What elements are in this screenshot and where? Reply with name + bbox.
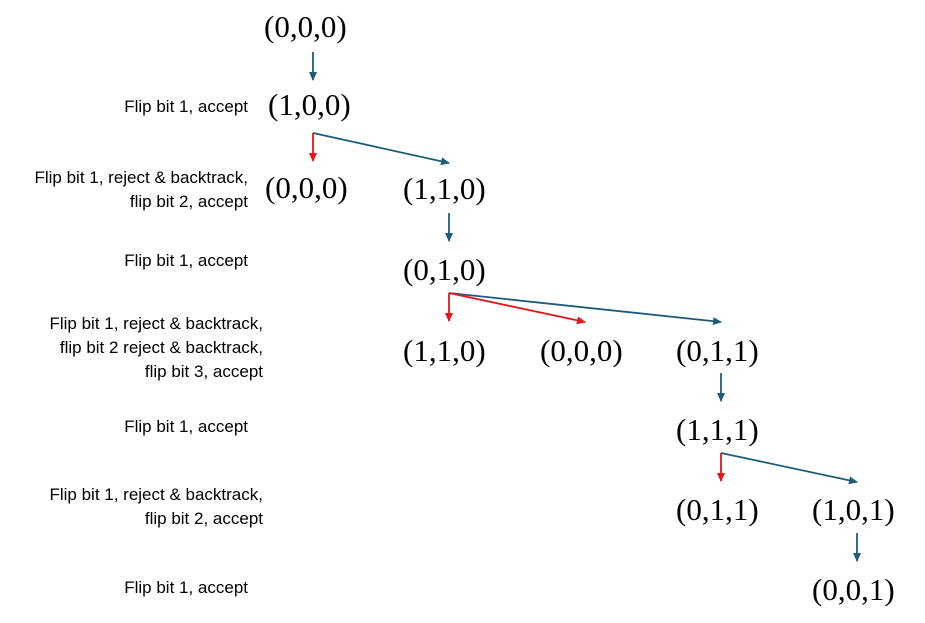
step-label-4-line-3: flip bit 3, accept xyxy=(144,362,263,381)
state-node-level2-accepted: (1,1,0) xyxy=(403,171,486,206)
step-label-7-line-1: Flip bit 1, accept xyxy=(124,578,248,597)
accept-arrow-010-to-011 xyxy=(448,292,722,326)
step-label-1: Flip bit 1, accept xyxy=(124,95,248,119)
step-label-5: Flip bit 1, accept xyxy=(124,415,248,439)
step-label-3-line-1: Flip bit 1, accept xyxy=(124,251,248,270)
step-label-6: Flip bit 1, reject & backtrack, flip bit… xyxy=(49,483,263,531)
step-label-2-line-2: flip bit 2, accept xyxy=(129,192,248,211)
step-label-7: Flip bit 1, accept xyxy=(124,576,248,600)
state-node-level7: (0,0,1) xyxy=(812,572,895,607)
state-node-level2-rejected: (0,0,0) xyxy=(265,170,348,205)
state-node-level4-rejected-2: (0,0,0) xyxy=(540,333,623,368)
accept-arrow-level1-to-110 xyxy=(312,132,450,166)
reject-arrow-010-to-000 xyxy=(448,292,586,325)
step-label-4: Flip bit 1, reject & backtrack, flip bit… xyxy=(49,312,263,384)
step-label-3: Flip bit 1, accept xyxy=(124,249,248,273)
state-node-level6-accepted: (1,0,1) xyxy=(812,492,895,527)
step-label-6-line-2: flip bit 2, accept xyxy=(144,509,263,528)
accept-arrow-111-to-101 xyxy=(720,452,858,485)
state-node-level3: (0,1,0) xyxy=(403,252,486,287)
step-label-4-line-2: flip bit 2 reject & backtrack, xyxy=(59,338,263,357)
state-node-level4-accepted: (0,1,1) xyxy=(676,333,759,368)
state-node-level5: (1,1,1) xyxy=(676,412,759,447)
step-label-4-line-1: Flip bit 1, reject & backtrack, xyxy=(49,314,263,333)
step-label-6-line-1: Flip bit 1, reject & backtrack, xyxy=(49,485,263,504)
state-node-level4-rejected-1: (1,1,0) xyxy=(403,333,486,368)
step-label-2-line-1: Flip bit 1, reject & backtrack, xyxy=(34,168,248,187)
state-node-root: (0,0,0) xyxy=(264,9,347,44)
step-label-1-line-1: Flip bit 1, accept xyxy=(124,97,248,116)
step-label-2: Flip bit 1, reject & backtrack, flip bit… xyxy=(34,166,248,214)
step-label-5-line-1: Flip bit 1, accept xyxy=(124,417,248,436)
state-node-level6-rejected: (0,1,1) xyxy=(676,492,759,527)
state-node-level1: (1,0,0) xyxy=(268,87,351,122)
